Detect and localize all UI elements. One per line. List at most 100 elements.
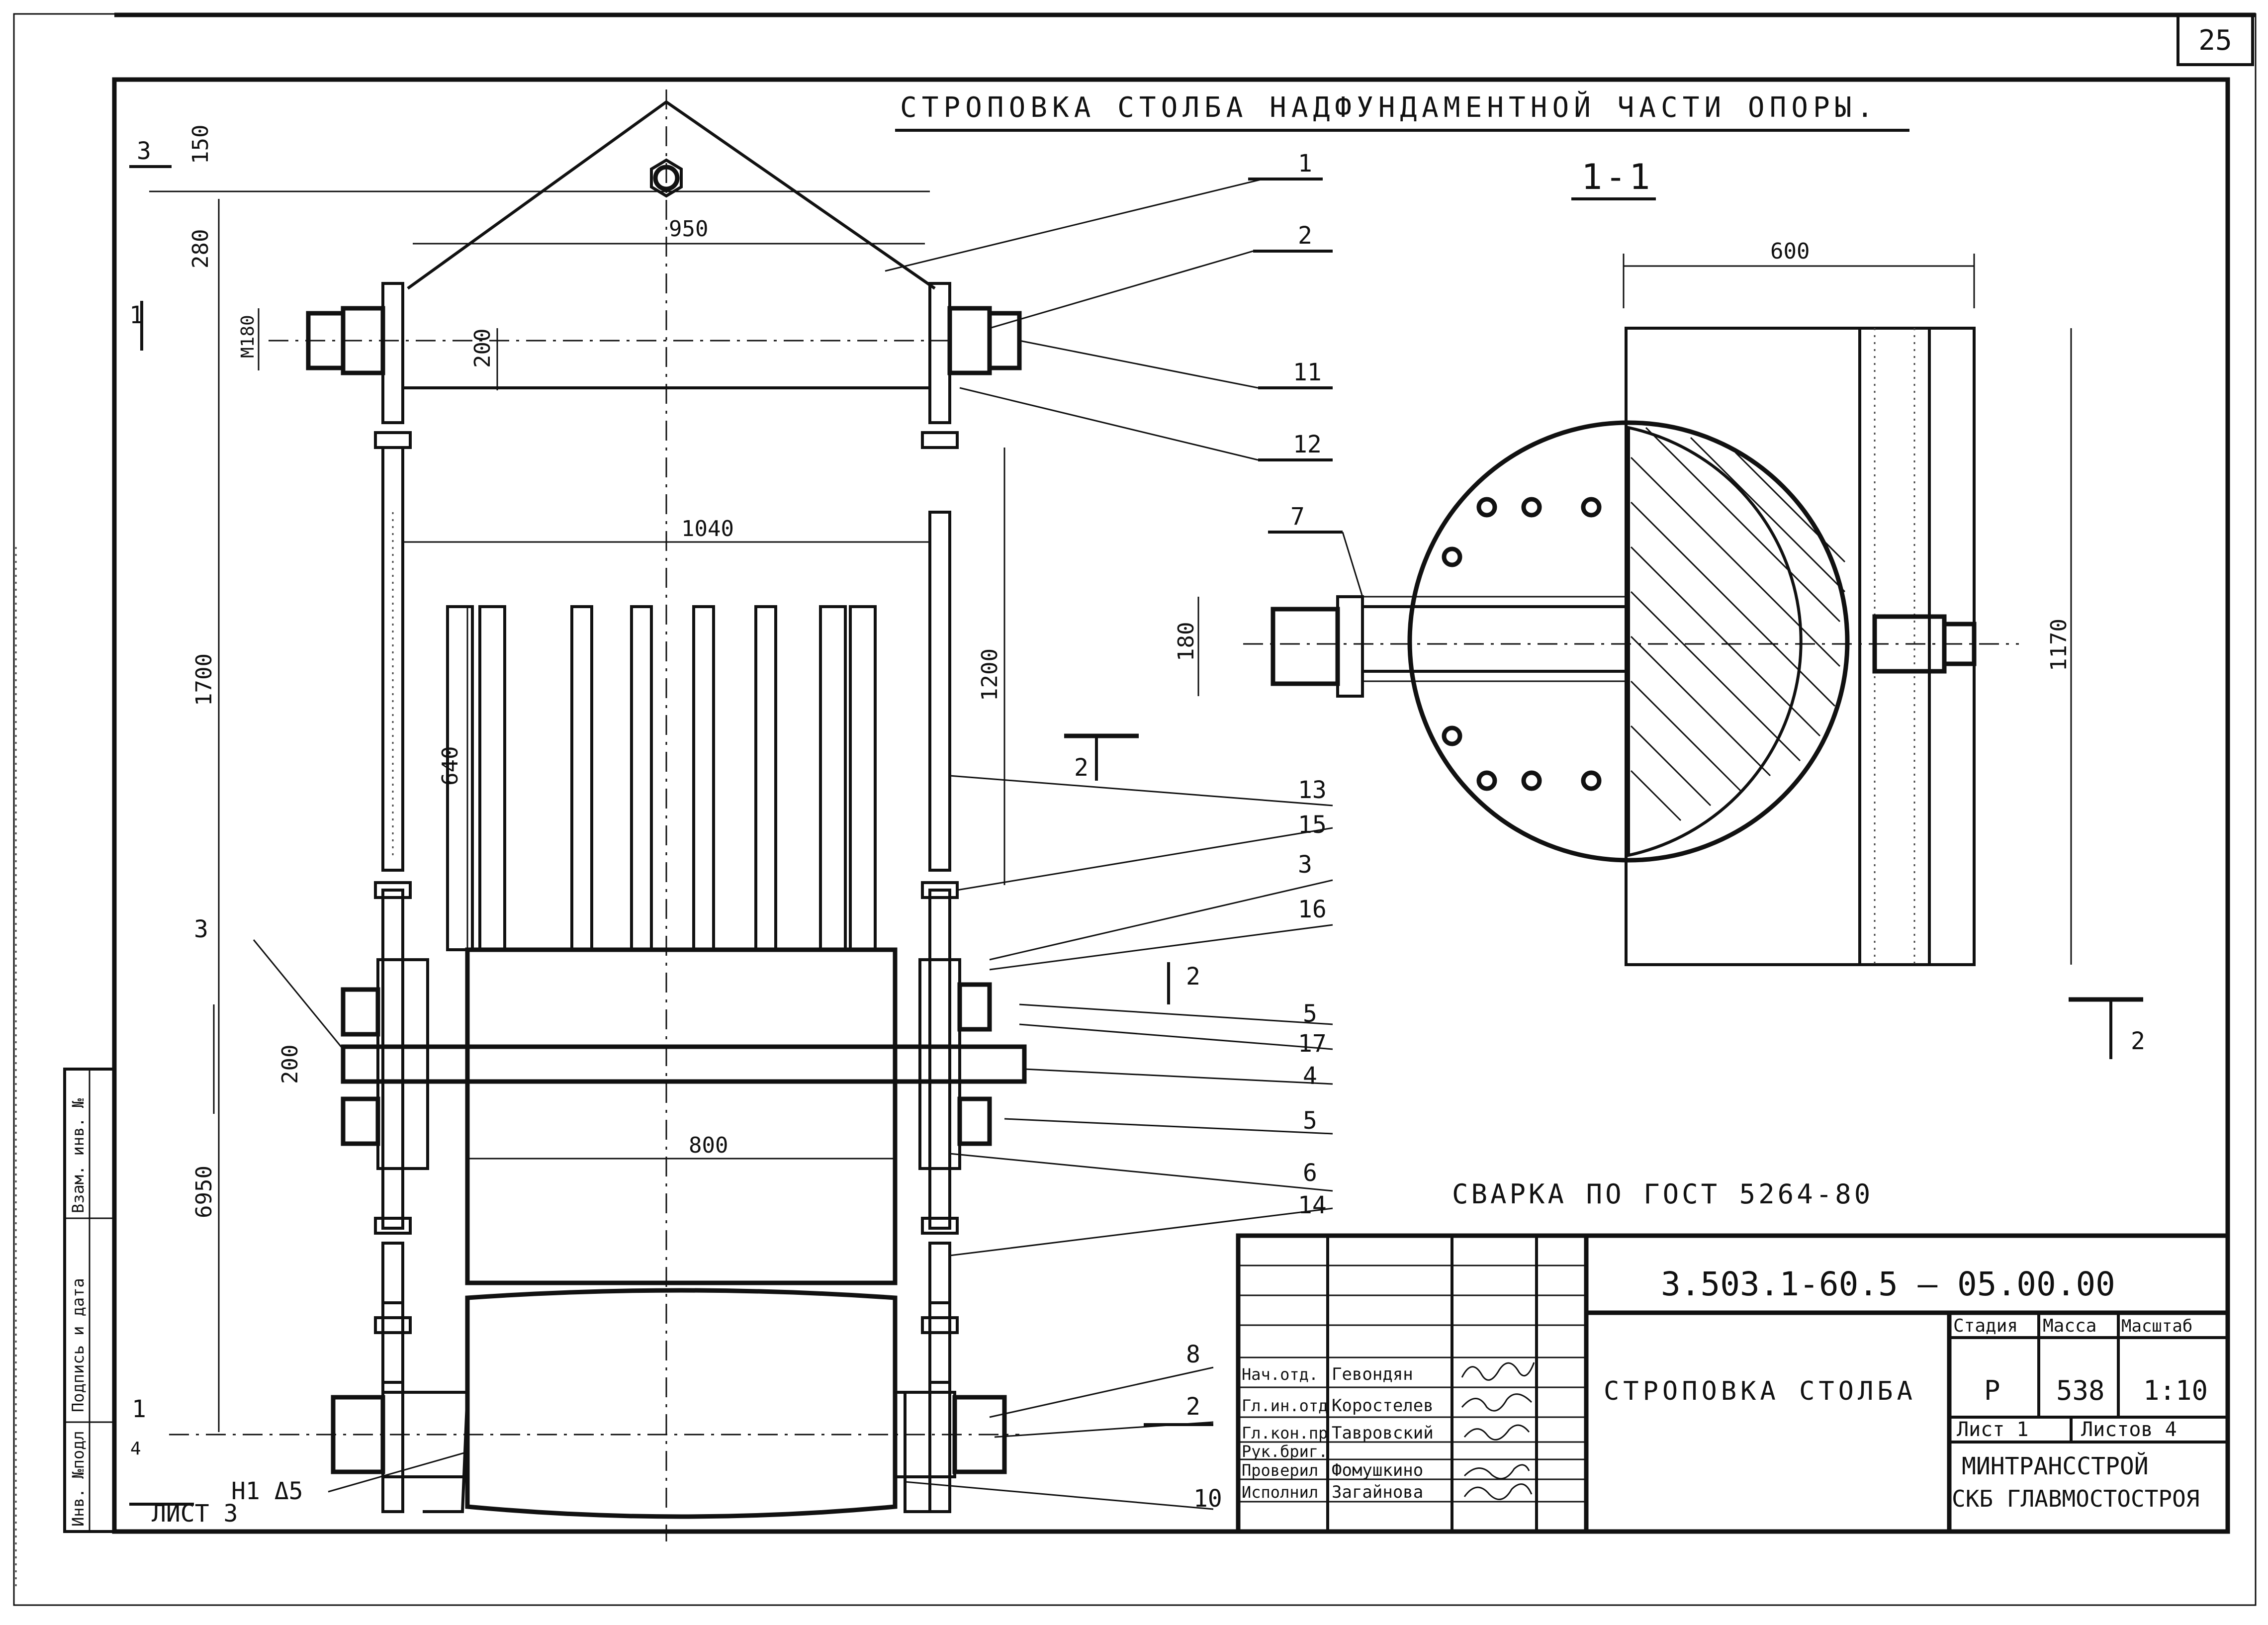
mark-list-3: 4 [130, 1439, 141, 1459]
middle-bolt-assembly [341, 958, 1027, 1170]
callout-15: 15 [1298, 811, 1327, 839]
section-view: 1-1 [1174, 157, 2145, 1059]
strip-replace-label: Взам. инв. № [69, 1098, 88, 1213]
weld-mark-h1: 3 [194, 915, 208, 943]
title-block [1236, 1233, 2230, 1534]
strip-inv-label: Инв. №подл [69, 1431, 88, 1527]
role-5: Исполнил [1242, 1483, 1318, 1502]
base-angle-right [904, 1392, 935, 1513]
callout-2-bottom: 2 [1186, 1393, 1200, 1421]
weld-mark-t1: Н1 Δ5 [231, 1477, 303, 1505]
section-bolt-washer [1336, 595, 1364, 698]
column-body [465, 947, 898, 1285]
elevation-dimension-lines [149, 190, 1005, 1432]
bottom-bolt-right [894, 1391, 1007, 1478]
callout-7: 7 [1290, 503, 1305, 531]
callout-5-a: 5 [1303, 1000, 1317, 1028]
callout-14: 14 [1298, 1191, 1327, 1219]
dim-1700: 1700 [191, 653, 217, 706]
bolt-holes [1442, 497, 1602, 791]
org-line-2: СКБ ГЛАВМОСТОСТРОЯ [1952, 1485, 2200, 1512]
callout-10: 10 [1193, 1485, 1222, 1513]
dim-640: 640 [438, 746, 463, 786]
callout-16: 16 [1298, 896, 1327, 923]
role-name-1: Коростелев [1332, 1396, 1434, 1416]
outer-border [13, 13, 2257, 1606]
stage-value: Р [1984, 1375, 2000, 1406]
callout-5-b: 5 [1303, 1107, 1317, 1135]
role-name-2: Тавровский [1332, 1423, 1434, 1443]
section-right-nut [1942, 622, 1977, 666]
mark-1-right: 2 [1186, 963, 1200, 991]
dim-150: 150 [188, 125, 213, 164]
drawing-title: СТРОПОВКА СТОЛБА НАДФУНДАМЕНТНОЙ ЧАСТИ О… [900, 91, 1878, 124]
dim-280: 280 [188, 229, 213, 269]
dim-m180: М180 [238, 315, 258, 358]
stage-label: Стадия [1953, 1316, 2018, 1336]
callout-6: 6 [1303, 1159, 1317, 1187]
dim-800: 800 [689, 1133, 728, 1158]
role-name-5: Загайнова [1332, 1482, 1423, 1502]
signatures [1461, 1362, 1535, 1500]
section-bolt-head [1270, 607, 1340, 686]
drawing-name: СТРОПОВКА СТОЛБА [1604, 1376, 1916, 1406]
mass-label: Масса [2043, 1316, 2096, 1336]
dim-200-top: 200 [470, 329, 495, 368]
callout-12: 12 [1293, 431, 1322, 458]
column-lower-body [465, 1288, 898, 1519]
role-0: Нач.отд. [1242, 1365, 1318, 1384]
scale-label: Масштаб [2121, 1316, 2192, 1336]
elevation-view: 150 280 950 200 1040 1700 1200 640 200 8… [129, 90, 1200, 1541]
doc-code: 3.503.1-60.5 – 05.00.00 [1661, 1265, 2115, 1303]
mark-3-top: 3 [137, 137, 151, 165]
mark-2-section: 2 [1074, 754, 1089, 782]
section-mark-2: 2 [2131, 1027, 2145, 1055]
role-2: Гл.кон.пр [1242, 1424, 1328, 1443]
sheet-number: 25 [2198, 24, 2232, 57]
post-clamps [374, 431, 959, 1334]
role-name-0: Гевондян [1332, 1364, 1413, 1384]
strip-sign-label: Подпись и дата [69, 1278, 88, 1412]
sling-lines [407, 100, 936, 290]
dim-950: 950 [669, 216, 708, 242]
bottom-bolt-left [169, 1391, 1019, 1478]
column-cross-section [1407, 420, 1850, 863]
sheets-label: Листов 4 [2081, 1418, 2177, 1441]
welding-note: СВАРКА ПО ГОСТ 5264-80 [1452, 1178, 1873, 1210]
section-crossbar [1361, 605, 1630, 673]
callout-4: 4 [1303, 1062, 1317, 1090]
hatching [1630, 427, 1846, 821]
role-3: Рук.бриг. [1242, 1442, 1328, 1461]
callout-17: 17 [1298, 1030, 1327, 1058]
callout-1: 1 [1298, 150, 1312, 178]
callout-13: 13 [1298, 776, 1327, 804]
top-bolt-left [269, 306, 950, 375]
base-angle-left [423, 1392, 469, 1513]
column-flutes [446, 605, 877, 951]
callout-11: 11 [1293, 359, 1322, 386]
sling-hex-nut [650, 158, 683, 198]
sheet-number-box [2177, 13, 2254, 66]
section-dim-1170: 1170 [2046, 619, 2072, 671]
top-bolt-right [947, 306, 1022, 375]
role-1: Гл.ин.отд [1242, 1396, 1328, 1415]
callout-2-top: 2 [1298, 222, 1312, 250]
mass-value: 538 [2056, 1375, 2105, 1406]
section-dim-600: 600 [1770, 239, 1810, 264]
dim-1040: 1040 [681, 516, 734, 542]
callout-8: 8 [1186, 1341, 1200, 1368]
drawing-frame [112, 77, 2230, 1534]
sheet-label: Лист 1 [1957, 1418, 2029, 1441]
dim-200-mid: 200 [277, 1045, 303, 1084]
org-line-1: МИНТРАНССТРОЙ [1962, 1452, 2149, 1480]
dim-1200: 1200 [977, 648, 1002, 701]
mark-4: 1 [132, 1395, 146, 1423]
column-hatched-half [1627, 426, 1803, 857]
section-channel [1858, 327, 1931, 966]
section-crossbar-plate [1361, 596, 1627, 682]
scale-value: 1:10 [2143, 1375, 2208, 1406]
right-post [928, 282, 951, 1513]
role-4: Проверил [1242, 1461, 1318, 1480]
callout-3: 3 [1298, 851, 1312, 879]
